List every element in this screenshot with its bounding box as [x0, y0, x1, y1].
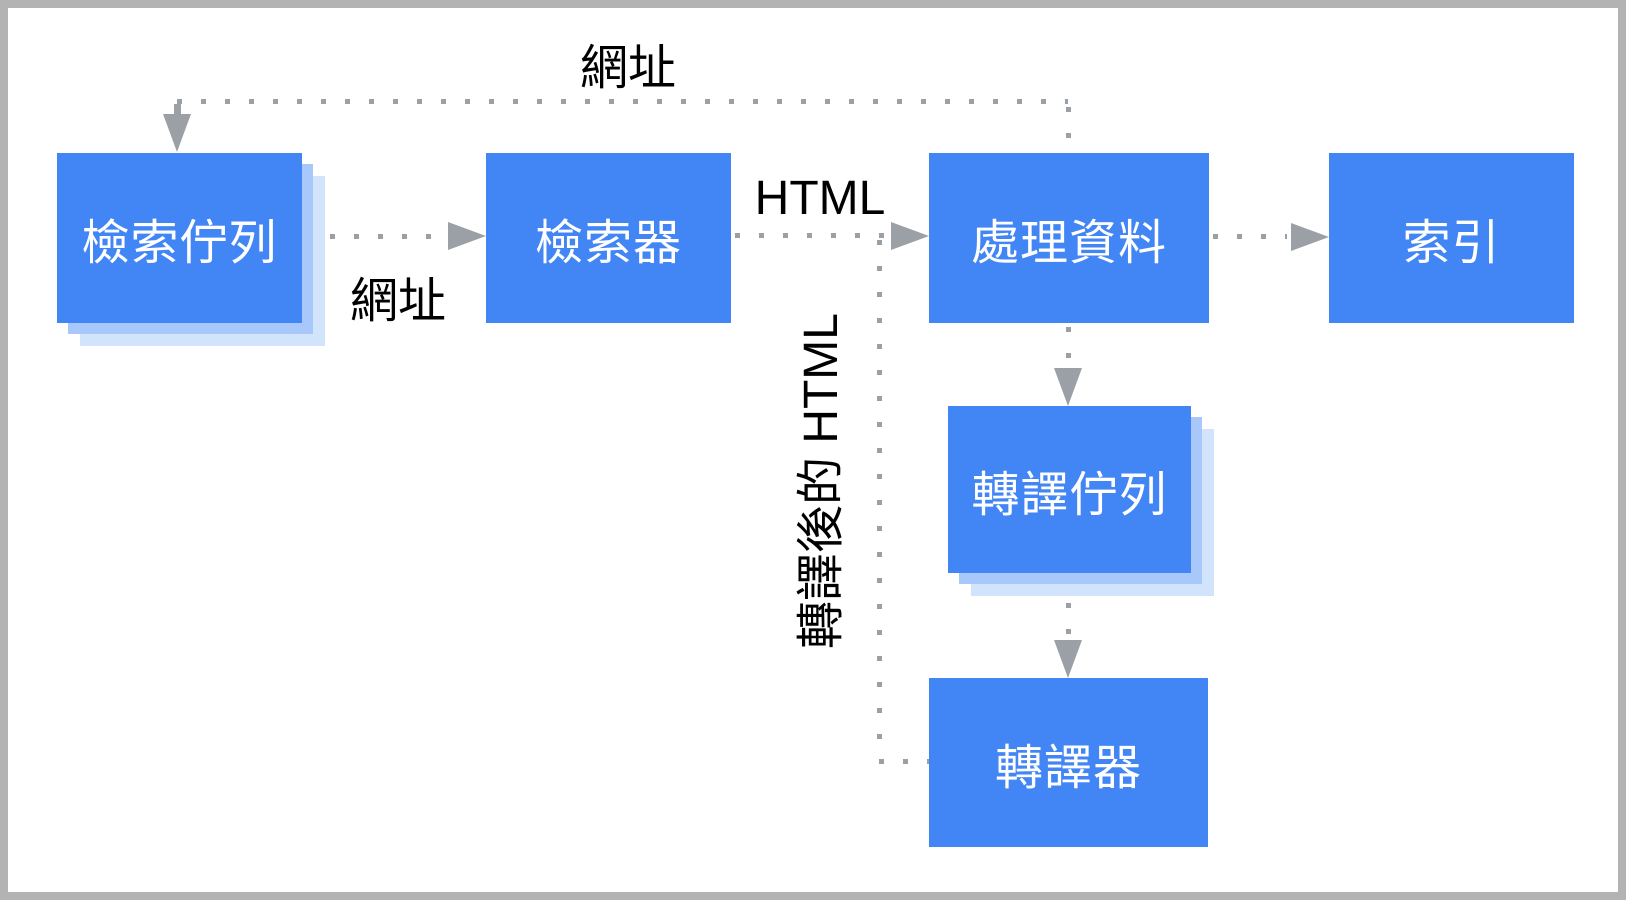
node-crawl-queue: 檢索佇列	[57, 153, 302, 323]
edge-processing-to-index	[1213, 234, 1287, 239]
edge-crawl-queue-to-crawler	[306, 234, 444, 239]
edge-processing-to-render-queue	[1066, 327, 1071, 367]
edge-label-url-top: 網址	[579, 42, 676, 95]
edge-label-rendered-html: 轉譯後的 HTML	[795, 313, 848, 650]
edge-feedback-url-vertical	[1066, 107, 1071, 154]
node-crawler: 檢索器	[486, 153, 731, 323]
node-processing: 處理資料	[929, 153, 1209, 323]
arrowhead-down-into-renderer-icon	[1054, 640, 1082, 678]
edge-rendered-html-vertical	[877, 240, 882, 760]
edge-render-queue-to-renderer	[1066, 577, 1071, 639]
edge-feedback-url-horizontal	[177, 99, 1068, 104]
edge-label-url-between: 網址	[349, 275, 446, 328]
arrowhead-right-into-index-icon	[1291, 223, 1329, 251]
node-index: 索引	[1329, 153, 1574, 323]
node-render-queue: 轉譯佇列	[948, 406, 1191, 573]
edge-label-html: HTML	[754, 172, 886, 225]
arrowhead-right-into-crawler-icon	[448, 222, 486, 250]
edge-crawler-to-processing	[735, 233, 887, 238]
node-renderer: 轉譯器	[929, 678, 1208, 847]
arrowhead-down-into-crawl-queue-icon	[163, 114, 191, 152]
arrowhead-right-into-processing-icon	[891, 222, 929, 250]
edge-feedback-url-stub	[174, 104, 181, 115]
edge-rendered-html-horizontal	[879, 759, 929, 764]
arrowhead-down-into-render-queue-icon	[1054, 368, 1082, 406]
